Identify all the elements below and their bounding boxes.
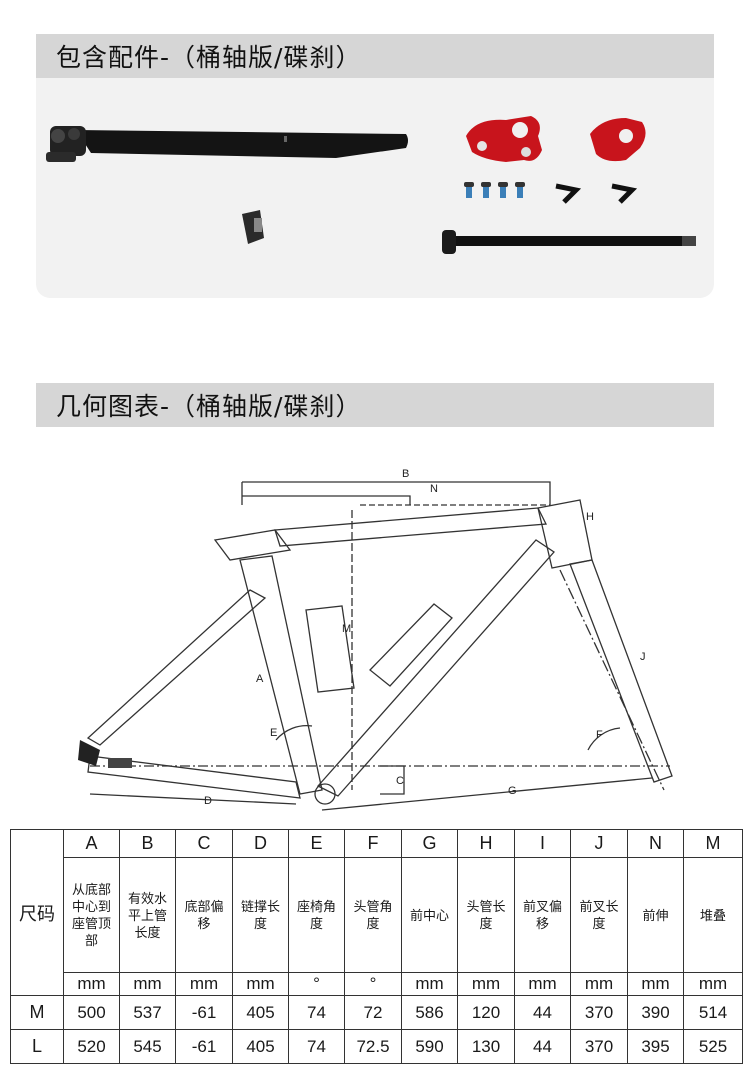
col-desc: 前伸 <box>642 907 669 923</box>
frame-geometry-svg: B N H M A E F J C D G <box>78 468 673 811</box>
value-cell: 130 <box>457 1029 515 1064</box>
table-row: M 500 537 -61 405 74 72 586 120 44 370 3… <box>10 995 743 1030</box>
value-cell: 44 <box>514 1029 571 1064</box>
value-cell: 500 <box>63 995 120 1030</box>
value-cell: 390 <box>627 995 684 1030</box>
table-header-descriptions: 从底部中心到座管顶部 有效水平上管长度 底部偏移 链撑长度 座椅角度 头管角度 … <box>11 857 743 973</box>
col-desc: 前中心 <box>409 907 449 923</box>
col-letter: N <box>627 829 684 858</box>
col-unit: mm <box>627 972 684 996</box>
accessories-illustration <box>46 116 696 254</box>
geometry-title: 几何图表-（桶轴版/碟刹） <box>56 392 362 421</box>
rear-dropout-graphic <box>78 740 132 768</box>
table-header-units: mm mm mm mm ° ° mm mm mm mm mm mm <box>11 972 743 996</box>
derailleur-hanger-images <box>466 116 646 162</box>
col-desc: 头管角度 <box>353 899 393 931</box>
size-cell: M <box>10 995 64 1030</box>
label-C: C <box>396 775 404 787</box>
col-desc: 前叉偏移 <box>522 899 562 931</box>
col-letter: G <box>401 829 458 858</box>
label-E: E <box>270 727 277 739</box>
bolt-images <box>464 182 525 198</box>
value-cell: 537 <box>119 995 176 1030</box>
col-desc: 链撑长度 <box>240 899 280 931</box>
value-cell: 520 <box>63 1029 120 1064</box>
col-desc: 从底部中心到座管顶部 <box>71 882 111 948</box>
thru-axle-image <box>442 230 696 254</box>
col-letter: D <box>232 829 289 858</box>
geometry-table: 尺码 A B C D E F G H I J N M 从底部中心到座管顶部 有效… <box>10 829 743 1064</box>
col-letter: A <box>63 829 120 858</box>
value-cell: 545 <box>119 1029 176 1064</box>
col-letter: C <box>175 829 233 858</box>
label-A: A <box>256 673 264 685</box>
accessories-section-header: 包含配件-（桶轴版/碟刹） <box>36 34 714 78</box>
value-cell: 514 <box>683 995 743 1030</box>
value-cell: 74 <box>288 995 345 1030</box>
col-unit: mm <box>401 972 458 996</box>
col-desc: 座椅角度 <box>296 899 336 931</box>
col-desc: 头管长度 <box>466 899 506 931</box>
label-M: M <box>342 623 351 635</box>
label-G: G <box>508 785 517 797</box>
col-desc: 前叉长度 <box>579 899 619 931</box>
col-desc: 有效水平上管长度 <box>127 890 167 940</box>
value-cell: -61 <box>175 995 233 1030</box>
size-cell: L <box>10 1029 64 1064</box>
col-unit: mm <box>457 972 515 996</box>
col-unit: ° <box>288 972 345 996</box>
col-unit: mm <box>683 972 743 996</box>
col-letter: F <box>344 829 402 858</box>
label-F: F <box>596 729 603 741</box>
value-cell: 370 <box>570 1029 628 1064</box>
table-row: L 520 545 -61 405 74 72.5 590 130 44 370… <box>10 1029 743 1064</box>
value-cell: 525 <box>683 1029 743 1064</box>
value-cell: 405 <box>232 995 289 1030</box>
col-letter: B <box>119 829 176 858</box>
col-unit: mm <box>514 972 571 996</box>
value-cell: 590 <box>401 1029 458 1064</box>
value-cell: 586 <box>401 995 458 1030</box>
col-letter: M <box>683 829 743 858</box>
label-J: J <box>640 651 646 663</box>
col-letter: E <box>288 829 345 858</box>
frame-geometry-diagram: B N H M A E F J C D G <box>60 460 710 820</box>
label-N: N <box>430 483 438 495</box>
col-unit: mm <box>175 972 233 996</box>
seat-clamp-image <box>242 210 264 244</box>
value-cell: -61 <box>175 1029 233 1064</box>
value-cell: 44 <box>514 995 571 1030</box>
col-desc: 底部偏移 <box>184 899 224 931</box>
col-unit: mm <box>232 972 289 996</box>
col-letter: J <box>570 829 628 858</box>
col-unit: mm <box>570 972 628 996</box>
col-letter: I <box>514 829 571 858</box>
value-cell: 405 <box>232 1029 289 1064</box>
table-header-letters: 尺码 A B C D E F G H I J N M <box>10 829 743 996</box>
value-cell: 72 <box>344 995 402 1030</box>
accessories-title: 包含配件-（桶轴版/碟刹） <box>56 43 362 72</box>
seatpost-image <box>46 126 408 162</box>
value-cell: 74 <box>288 1029 345 1064</box>
value-cell: 72.5 <box>344 1029 402 1064</box>
accessories-panel <box>36 78 714 298</box>
value-cell: 395 <box>627 1029 684 1064</box>
size-header: 尺码 <box>10 829 64 996</box>
cable-clip-images <box>555 183 638 204</box>
col-letter: H <box>457 829 515 858</box>
value-cell: 120 <box>457 995 515 1030</box>
col-unit: mm <box>63 972 120 996</box>
geometry-section-header: 几何图表-（桶轴版/碟刹） <box>36 383 714 427</box>
label-H: H <box>586 511 594 523</box>
label-D: D <box>204 795 212 807</box>
label-B: B <box>402 468 409 480</box>
col-unit: mm <box>119 972 176 996</box>
col-desc: 堆叠 <box>699 907 726 923</box>
value-cell: 370 <box>570 995 628 1030</box>
col-unit: ° <box>344 972 402 996</box>
